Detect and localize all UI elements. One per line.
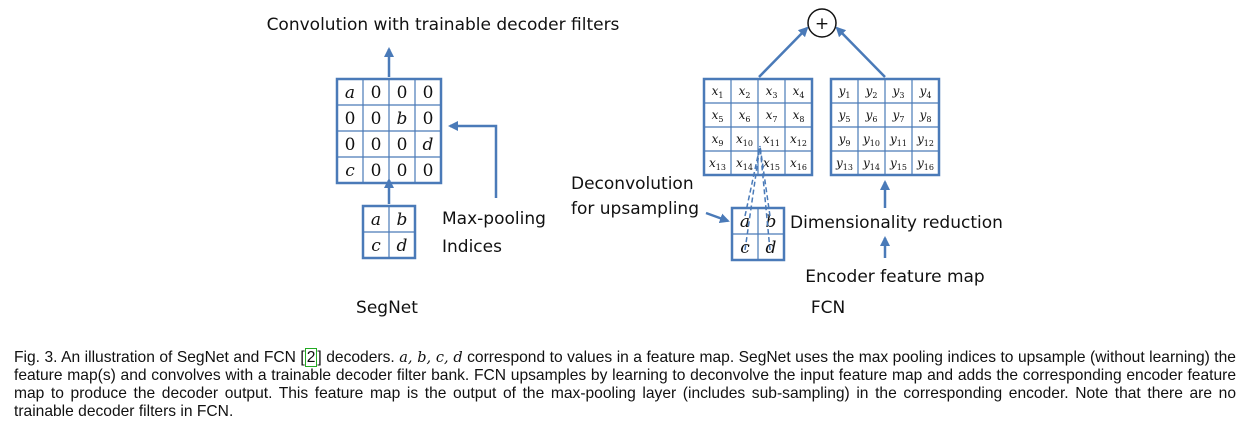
x-grid-cell: x3 (766, 84, 778, 100)
y-grid-cell: y13 (835, 156, 853, 172)
segnet-pool-cell: c (371, 236, 381, 256)
fcn-encoder-grid: y1 y2 y3 y4 y5 y6 y7 y8 y9 y10 y11 y12 y13 y14 y15 y16 (829, 77, 941, 177)
segnet-grid-cell: d (423, 135, 434, 155)
segnet-grid-cell: 0 (423, 83, 434, 103)
y-grid-cell: y10 (862, 132, 880, 148)
segnet-grid-cell: 0 (345, 109, 356, 129)
x-grid-cell: x6 (739, 108, 751, 124)
segnet-grid-cell: 0 (371, 109, 382, 129)
x-to-sum-arrow (758, 26, 809, 78)
segnet-pool-cell: a (371, 210, 381, 230)
x-grid-cell: x11 (763, 132, 780, 148)
deconv-dashed-lines (744, 145, 771, 251)
fcn-name: FCN (811, 298, 845, 318)
caption-math: a, b, c, d (399, 350, 463, 366)
y-grid-cell: y14 (862, 156, 880, 172)
y-grid-cell: y8 (919, 108, 932, 124)
y-grid-cell: y4 (919, 84, 932, 100)
x-grid-cell: x16 (790, 156, 807, 172)
y-grid-cell: y16 (916, 156, 934, 172)
segnet-grid-cell: 0 (371, 83, 382, 103)
max-pooling-indices-arrow (448, 121, 498, 198)
figure-caption: Fig. 3. An illustration of SegNet and FC… (14, 348, 1236, 420)
y-grid-cell: y6 (865, 108, 878, 124)
segnet-grid-cell: b (397, 109, 408, 129)
x-grid-cell: x1 (712, 84, 724, 100)
caption-text-3: correspond to values in a feature map. S… (14, 349, 1236, 420)
segnet-grid-cell: 0 (345, 135, 356, 155)
plus-symbol: + (815, 14, 829, 34)
x-grid-cell: x9 (712, 132, 724, 148)
indices-label-line1: Max-pooling (442, 209, 546, 229)
y-grid-cell: y7 (892, 108, 905, 124)
deconv-arrow (705, 211, 730, 223)
segnet-grid-cell: 0 (371, 161, 382, 181)
sum-node (807, 8, 837, 38)
segnet-grid-cell: 0 (397, 161, 408, 181)
segnet-grid-cell: c (345, 161, 355, 181)
caption-fig-number: Fig. 3. (14, 349, 58, 366)
segnet-pool-cell: b (397, 210, 408, 230)
fcn-pool-cell: d (766, 238, 777, 258)
x-grid-cell: x14 (736, 156, 753, 172)
fcn-pool-cell: b (766, 212, 777, 232)
x-grid-cell: x5 (712, 108, 724, 124)
y-grid-cell: y3 (892, 84, 905, 100)
segnet-grid-cell: 0 (371, 135, 382, 155)
segnet-grid-cell: a (345, 83, 355, 103)
diagram-canvas: Convolution with trainable decoder filte… (267, 8, 1003, 318)
y-grid-cell: y2 (865, 84, 878, 100)
fcn-pool-cell: a (740, 212, 750, 232)
indices-label-line2: Indices (442, 237, 502, 257)
caption-text-2: decoders. (321, 349, 400, 366)
y-grid-cell: y11 (889, 132, 907, 148)
segnet-pool-cell: d (397, 236, 408, 256)
x-grid-cell: x4 (793, 84, 805, 100)
y-to-sum-arrow (835, 26, 886, 78)
y-grid-cell: y1 (838, 84, 851, 100)
deconv-label-line1: Deconvolution (571, 174, 694, 194)
segnet-grid-cell: 0 (423, 109, 434, 129)
citation-link[interactable]: 2 (304, 348, 318, 367)
x-grid-cell: x7 (766, 108, 778, 124)
x-grid-cell: x12 (790, 132, 807, 148)
segnet-grid-cell: 0 (423, 161, 434, 181)
segnet-grid-cell: 0 (397, 83, 408, 103)
encoder-feature-map-label: Encoder feature map (805, 267, 984, 287)
y-grid-cell: y12 (916, 132, 934, 148)
segnet-grid-cell: 0 (397, 135, 408, 155)
y-grid-cell: y15 (889, 156, 907, 172)
segnet-top-label: Convolution with trainable decoder filte… (267, 15, 620, 35)
x-grid-cell: x13 (709, 156, 726, 172)
caption-text-1: An illustration of SegNet and FCN (57, 349, 301, 366)
x-grid-cell: x2 (739, 84, 751, 100)
deconv-label-line2: for upsampling (571, 199, 699, 219)
dimensionality-reduction-label: Dimensionality reduction (790, 213, 1003, 233)
x-grid-cell: x15 (763, 156, 780, 172)
x-grid-cell: x10 (736, 132, 753, 148)
x-grid-cell: x8 (793, 108, 805, 124)
y-grid-cell: y9 (838, 132, 851, 148)
segnet-name: SegNet (356, 298, 418, 318)
y-grid-cell: y5 (838, 108, 851, 124)
